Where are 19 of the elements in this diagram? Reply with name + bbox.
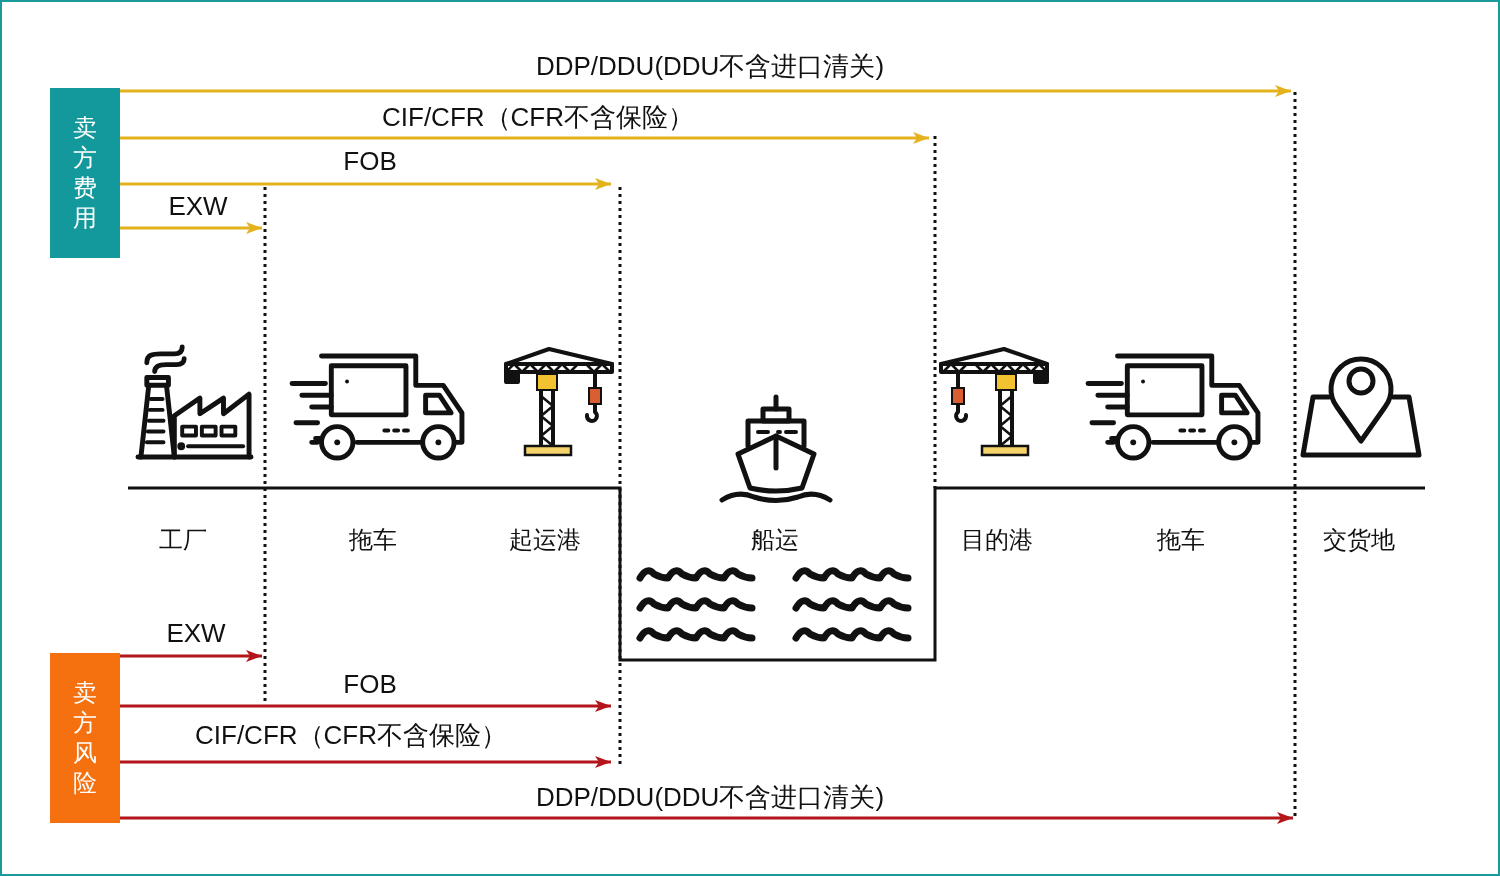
arrow (120, 85, 1291, 97)
stage-label: 工厂 (159, 525, 207, 555)
arrow (120, 700, 611, 712)
stage-label: 拖车 (1157, 525, 1205, 555)
category-label: 卖方费用 (73, 113, 97, 233)
stage-label: 拖车 (349, 525, 397, 555)
arrow (120, 222, 262, 234)
arrow (120, 650, 262, 662)
arrow (120, 756, 611, 768)
stage-label: 交货地 (1323, 525, 1395, 555)
stage-label: 起运港 (509, 525, 581, 555)
category-block (50, 88, 120, 258)
stage-label: 船运 (751, 525, 799, 555)
arrow (120, 132, 929, 144)
arrow (120, 812, 1293, 824)
stage-label: 目的港 (961, 525, 1033, 555)
category-block (50, 653, 120, 823)
category-label: 卖方风险 (73, 678, 97, 798)
arrow (120, 178, 611, 190)
